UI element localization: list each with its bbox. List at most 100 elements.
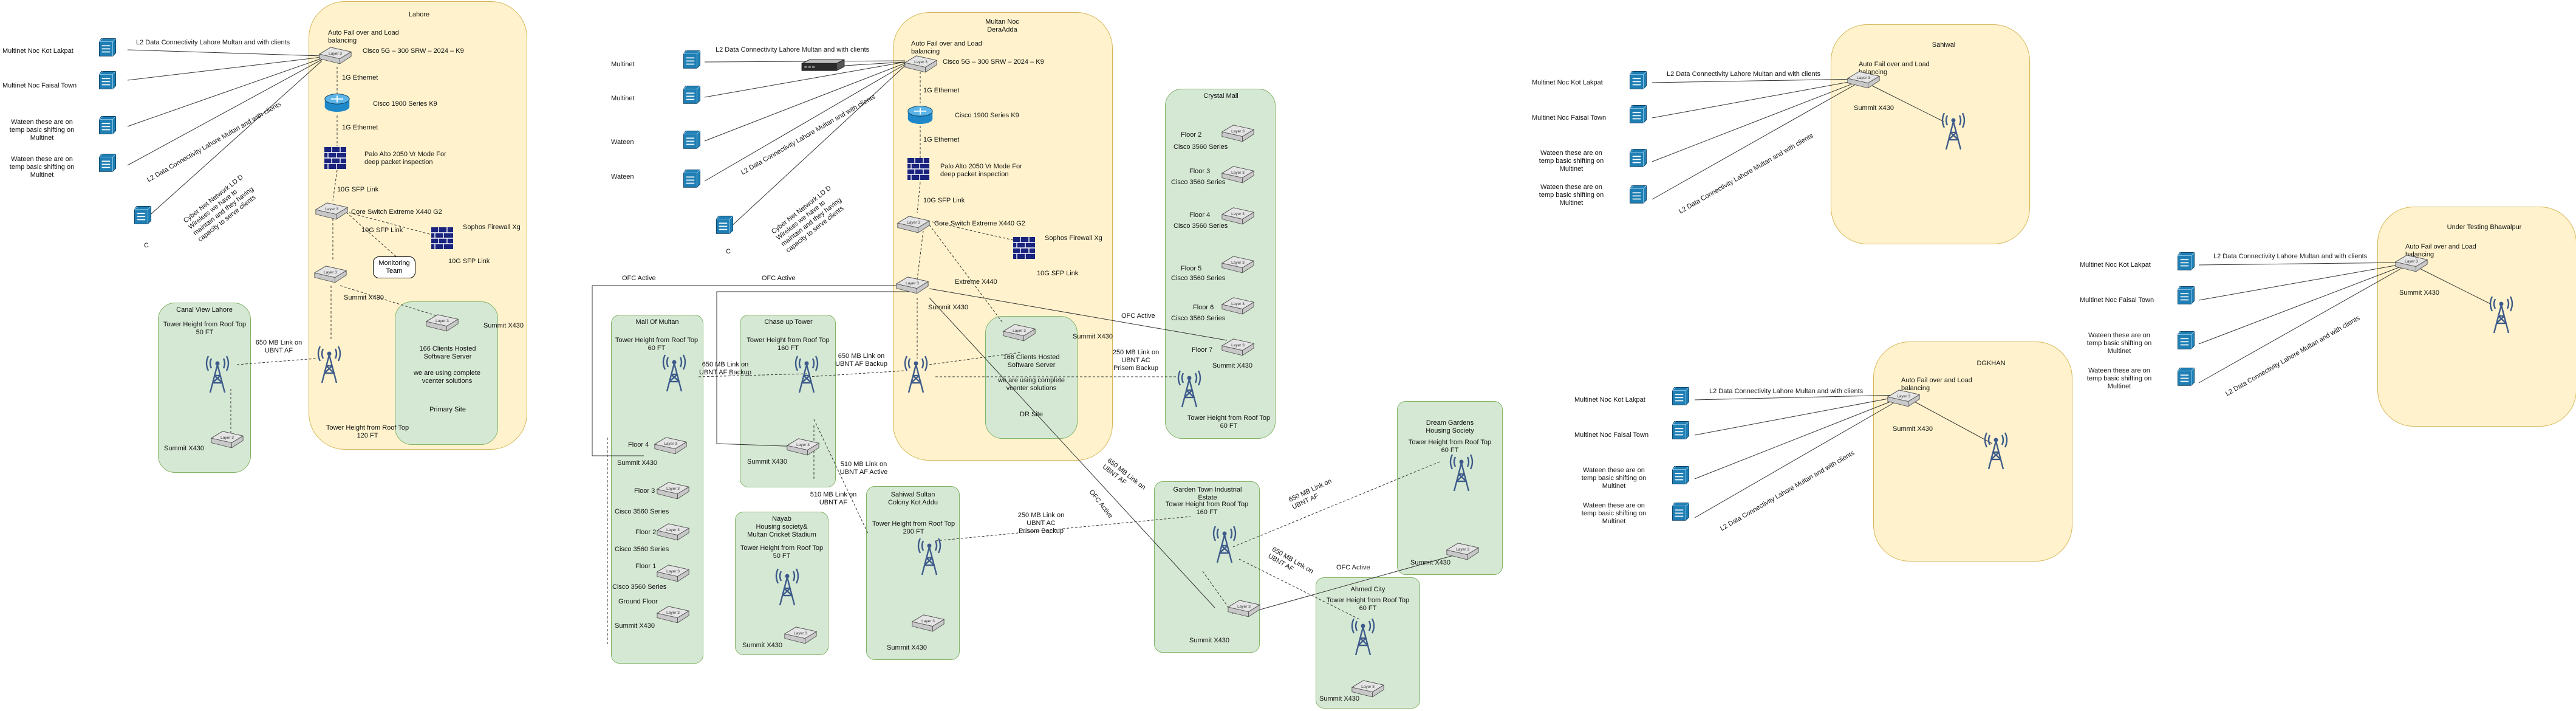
mall-multan-s3: Cisco 3560 Series: [615, 508, 669, 515]
multan-paloalto-label: Palo Alto 2050 Vr Mode For deep packet i…: [940, 163, 1022, 178]
crystal-f3: Floor 3: [1189, 168, 1211, 175]
svg-text:Layer 3: Layer 3: [436, 319, 449, 323]
cisco-switch-icon: [714, 214, 735, 238]
ahmed-summit: Summit X430: [1319, 695, 1360, 702]
firewall-brick-icon: [430, 226, 454, 253]
layer3-switch-icon: Layer 3: [1351, 679, 1385, 701]
svg-text:Layer 3: Layer 3: [796, 443, 810, 447]
crystal-tower-label: Tower Height from Roof Top 60 FT: [1187, 414, 1271, 430]
chase-ofc: OFC Active: [762, 275, 796, 282]
radio-tower-icon: [1984, 429, 2008, 473]
multan-1900-label: Cisco 1900 Series K9: [955, 112, 1019, 119]
lahore-summit-label: Summit X430: [344, 294, 384, 301]
zone-crystal-mall: [1165, 89, 1276, 439]
lahore-eth1-label: 1G Ethernet: [342, 74, 378, 81]
multan-vcenter-label: we are using complete vcenter solutions: [997, 377, 1065, 392]
router-icon: [323, 91, 351, 117]
multan-l2a-label: L2 Data Connectivity Lahore Multan and w…: [716, 46, 870, 53]
cisco-switch-icon: [1670, 385, 1691, 409]
svg-text:Layer 3: Layer 3: [906, 281, 919, 286]
canal-title: Canal View Lahore: [176, 306, 233, 314]
dgkhan-summit: Summit X430: [1893, 425, 1933, 433]
nayab-summit: Summit X430: [742, 642, 783, 649]
layer3-switch-icon: Layer 3: [1221, 255, 1255, 277]
multan-summit-label: Summit X430: [928, 304, 969, 311]
bhawalpur-noc-faisal: Multinet Noc Faisal Town: [2080, 297, 2154, 304]
bhawalpur-title: Under Testing Bhawalpur: [2447, 224, 2522, 231]
multan-title: Multan Noc DeraAdda: [985, 18, 1019, 33]
cisco-switch-icon: [132, 204, 153, 228]
layer3-switch-icon: Layer 3: [1221, 297, 1255, 318]
layer3-switch-icon: Layer 3: [1847, 70, 1881, 92]
ahmed-title: Ahmed City: [1350, 586, 1385, 593]
radio-tower-icon: [662, 351, 686, 396]
multan-sophos-label: Sophos Firewall Xg: [1045, 235, 1102, 242]
multan-multinet2-label: Multinet: [611, 95, 635, 102]
chase-tower: Tower Height from Roof Top 160 FT: [746, 337, 830, 352]
garden-tower: Tower Height from Roof Top 160 FT: [1165, 501, 1249, 516]
layer3-switch-icon: Layer 3: [904, 55, 938, 77]
lahore-eth2-label: 1G Ethernet: [342, 124, 378, 131]
zone-multan-dr: [985, 316, 1078, 439]
multan-sfp2-label: 10G SFP Link: [1037, 270, 1079, 277]
zone-dgkhan: [1873, 342, 2072, 562]
firewall-brick-icon: [1012, 236, 1036, 263]
multan-autofail-label: Auto Fail over and Load balancing: [911, 40, 982, 55]
mall-multan-ground: Ground Floor: [618, 598, 658, 605]
bhawalpur-summit: Summit X430: [2399, 289, 2440, 297]
bhawalpur-wateen1: Wateen these are on temp basic shifting …: [2086, 332, 2152, 355]
radio-tower-icon: [904, 352, 928, 397]
crystal-summit: Summit X430: [1212, 362, 1253, 369]
radio-tower-icon: [917, 535, 941, 579]
canal-summit-label: Summit X430: [164, 445, 205, 452]
multan-sfp1-label: 10G SFP Link: [923, 197, 965, 204]
sahiwal-sultan-link: 250 MB Link on UBNT AC Prisem Backup: [1017, 512, 1065, 535]
layer3-switch-icon: Layer 3: [318, 46, 352, 68]
cisco-switch-icon: [2176, 284, 2196, 308]
nayab-title: Nayab Housing society& Multan Cricket St…: [747, 515, 816, 538]
svg-text:Layer 3: Layer 3: [1857, 76, 1870, 80]
garden-title: Garden Town Industrial Estate: [1173, 486, 1242, 501]
lahore-title: Lahore: [408, 11, 430, 18]
svg-text:Layer 3: Layer 3: [1231, 129, 1245, 134]
multan-summit2-label: Summit X430: [1073, 333, 1113, 340]
ahmed-tower: Tower Height from Roof Top 60 FT: [1326, 597, 1410, 612]
cisco-switch-icon: [1670, 501, 1691, 524]
lahore-c-label: C: [144, 242, 149, 249]
mall-multan-f1: Floor 1: [635, 563, 657, 570]
svg-text:Layer 3: Layer 3: [1897, 394, 1910, 399]
multan-eth2-label: 1G Ethernet: [923, 136, 960, 143]
sahiwal-noc-faisal: Multinet Noc Faisal Town: [1532, 114, 1607, 122]
crystal-s5: Cisco 3560 Series: [1171, 275, 1226, 282]
sahiwal-title: Sahiwal: [1932, 41, 1956, 49]
zone-sahiwal: [1831, 24, 2030, 244]
crystal-s6: Cisco 3560 Series: [1171, 315, 1226, 322]
layer3-switch-icon: Layer 3: [895, 276, 929, 298]
crystal-f6: Floor 6: [1193, 304, 1214, 311]
zone-sahiwal-sultan: [866, 486, 960, 660]
cisco-switch-icon: [1628, 69, 1648, 93]
chase-summit: Summit X430: [747, 458, 788, 465]
sahiwal-wateen1: Wateen these are on temp basic shifting …: [1539, 149, 1604, 173]
layer3-switch-icon: Layer 3: [1446, 542, 1480, 564]
dgkhan-wateen1: Wateen these are on temp basic shifting …: [1581, 467, 1647, 490]
canal-link-label: 650 MB Link on UBNT AF: [255, 339, 302, 354]
multan-wateen2-label: Wateen: [611, 173, 634, 180]
chase-title: Chase up Tower: [764, 318, 813, 326]
layer3-switch-icon: Layer 3: [1221, 124, 1255, 146]
mall-multan-s1: Cisco 3560 Series: [612, 583, 667, 591]
multan-extreme-label: Extreme X440: [955, 278, 997, 286]
multan-eth1-label: 1G Ethernet: [923, 87, 960, 94]
ahmed-ofc: OFC Active: [1336, 564, 1370, 571]
svg-text:Layer 3: Layer 3: [1013, 329, 1026, 333]
svg-text:Layer 3: Layer 3: [1237, 605, 1251, 609]
lahore-core-label: Core Switch Extreme X440 G2: [351, 208, 442, 216]
crystal-ofc-label: OFC Active: [1121, 312, 1155, 320]
crystal-title: Crystal Mall: [1203, 92, 1238, 100]
cisco-switch-icon: [1670, 419, 1691, 443]
layer3-switch-icon: Layer 3: [654, 436, 688, 458]
radio-tower-icon: [1212, 523, 1237, 567]
lahore-sfp2-label: 10G SFP Link: [361, 227, 403, 234]
radio-tower-icon: [775, 565, 799, 610]
